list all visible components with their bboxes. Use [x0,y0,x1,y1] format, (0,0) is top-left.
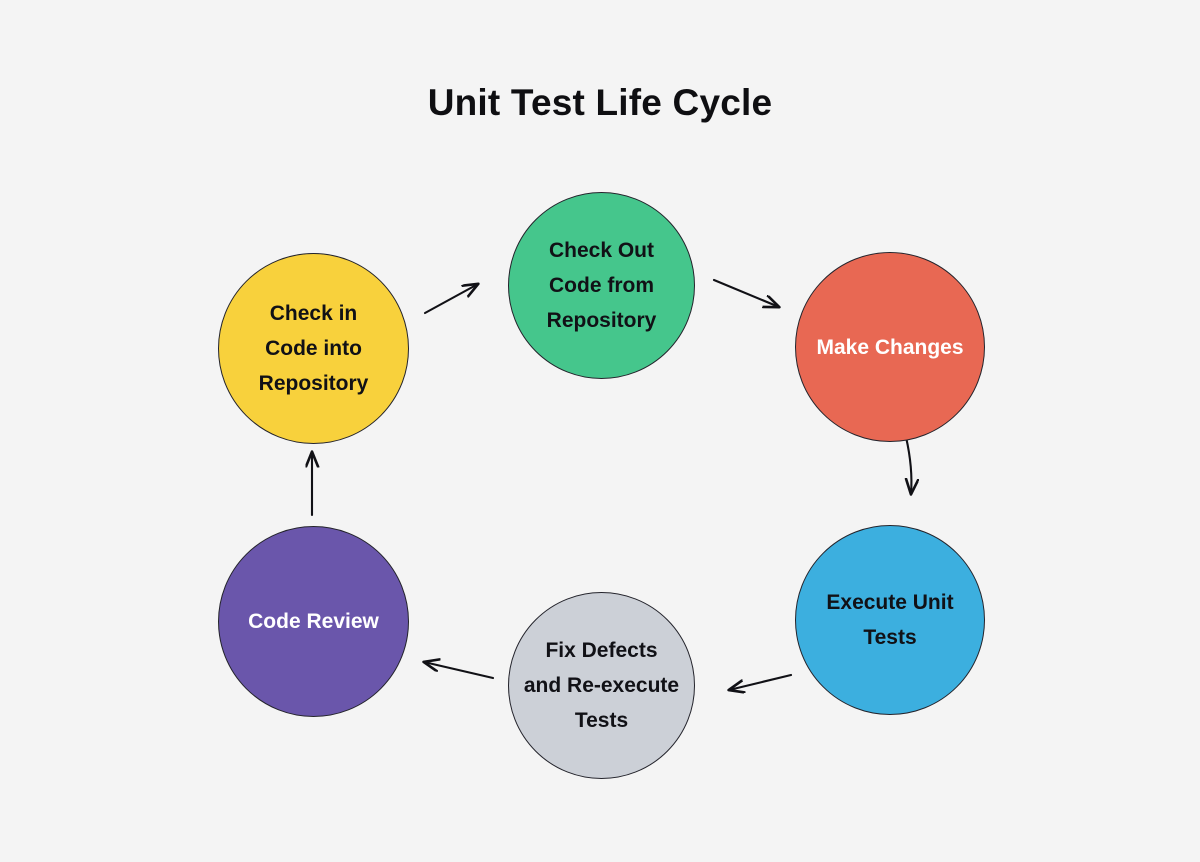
node-execute-unit-tests-label: Execute Unit Tests [826,591,954,649]
arrow-checkin-to-checkout [423,284,478,315]
node-fix-defects[interactable]: Fix Defects and Re-execute Tests [508,592,695,779]
node-make-changes[interactable]: Make Changes [795,252,985,442]
arrow-changes-to-execute [906,435,911,494]
node-check-out-label: Check Out Code from Repository [546,239,657,332]
page-title: Unit Test Life Cycle [427,82,773,123]
node-check-in-label: Check in Code into Repository [258,302,369,395]
arrow-fix-to-review [424,662,495,680]
node-execute-unit-tests[interactable]: Execute Unit Tests [795,525,985,715]
node-make-changes-label: Make Changes [816,335,964,359]
node-check-in[interactable]: Check in Code into Repository [218,253,409,444]
node-fix-defects-label: Fix Defects and Re-execute Tests [523,639,680,732]
node-check-out[interactable]: Check Out Code from Repository [508,192,695,379]
arrow-checkout-to-changes [712,278,779,307]
arrow-execute-to-fix [729,673,793,690]
node-code-review-label: Code Review [248,610,379,633]
node-code-review[interactable]: Code Review [218,526,409,717]
